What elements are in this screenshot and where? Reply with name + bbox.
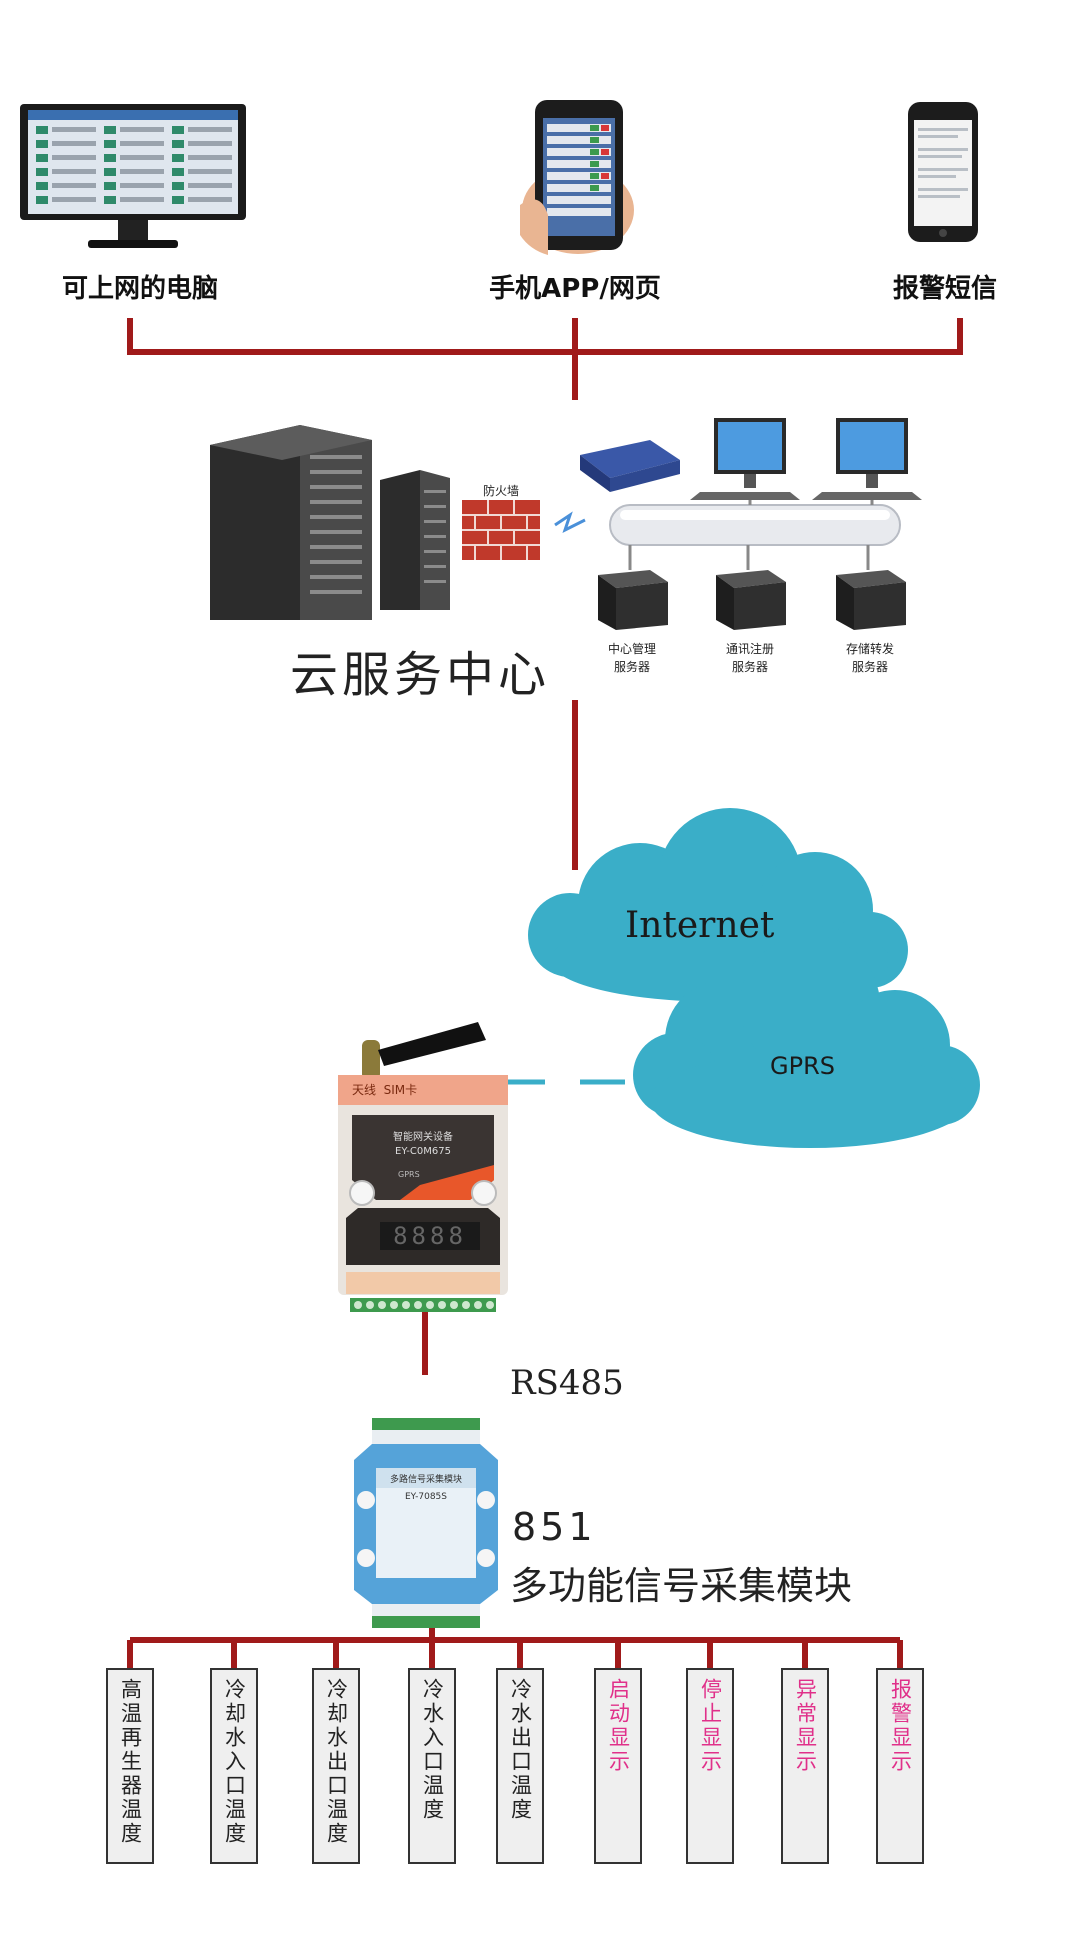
signal-label: 冷却水入口温度 — [222, 1678, 247, 1846]
signal-box: 高温再生器温度 — [106, 1668, 154, 1864]
server-label-comm: 通讯注册服务器 — [725, 642, 774, 674]
server-icon — [598, 570, 668, 630]
sms-label: 报警短信 — [892, 274, 997, 304]
signal-box: 异常显示 — [781, 1668, 829, 1864]
gateway-display: 8888 — [393, 1222, 467, 1250]
phone-app-label: 手机APP/网页 — [489, 274, 661, 304]
module-panel-title: 多路信号采集模块 — [389, 1475, 462, 1485]
rs485-label: RS485 — [510, 1363, 624, 1403]
signal-box: 冷水出口温度 — [496, 1668, 544, 1864]
gateway-led-label: GPRS — [398, 1170, 420, 1179]
signal-box: 启动显示 — [594, 1668, 642, 1864]
signal-box: 冷水入口温度 — [408, 1668, 456, 1864]
server-rack-icon — [210, 425, 450, 620]
signal-label: 冷却水出口温度 — [324, 1678, 349, 1846]
gateway-tag: 天线 SIM卡 — [352, 1083, 418, 1097]
pc-label: 可上网的电脑 — [61, 274, 218, 304]
signal-label: 异常显示 — [793, 1678, 818, 1774]
antenna-icon — [362, 1040, 380, 1080]
network-switch-icon — [580, 440, 680, 492]
internet-label: Internet — [625, 905, 775, 946]
cloud-center-title: 云服务中心 — [290, 647, 551, 703]
signal-box: 报警显示 — [876, 1668, 924, 1864]
firewall-icon — [462, 500, 540, 560]
gprs-label: GPRS — [770, 1052, 835, 1080]
server-label-central: 中心管理服务器 — [607, 642, 656, 674]
gateway-model: EY-C0M675 — [395, 1146, 451, 1157]
signal-label: 启动显示 — [606, 1678, 631, 1774]
signal-label: 冷水入口温度 — [420, 1678, 445, 1822]
server-icon — [716, 570, 786, 630]
workstation-icon — [690, 418, 800, 505]
signal-box: 停止显示 — [686, 1668, 734, 1864]
signal-label: 停止显示 — [698, 1678, 723, 1774]
module-name: 多功能信号采集模块 — [510, 1564, 853, 1608]
firewall-label: 防火墙 — [482, 484, 519, 498]
signal-box: 冷却水入口温度 — [210, 1668, 258, 1864]
workstation-icon — [812, 418, 922, 505]
gateway-panel-title: 智能网关设备 — [393, 1132, 453, 1143]
server-label-storage: 存储转发服务器 — [845, 642, 894, 674]
signal-label: 冷水出口温度 — [508, 1678, 533, 1822]
module-model: EY-7085S — [405, 1492, 447, 1502]
signal-label: 高温再生器温度 — [118, 1678, 143, 1846]
module-number: 851 — [512, 1505, 597, 1549]
signal-label: 报警显示 — [888, 1678, 913, 1774]
server-icon — [836, 570, 906, 630]
signal-box: 冷却水出口温度 — [312, 1668, 360, 1864]
